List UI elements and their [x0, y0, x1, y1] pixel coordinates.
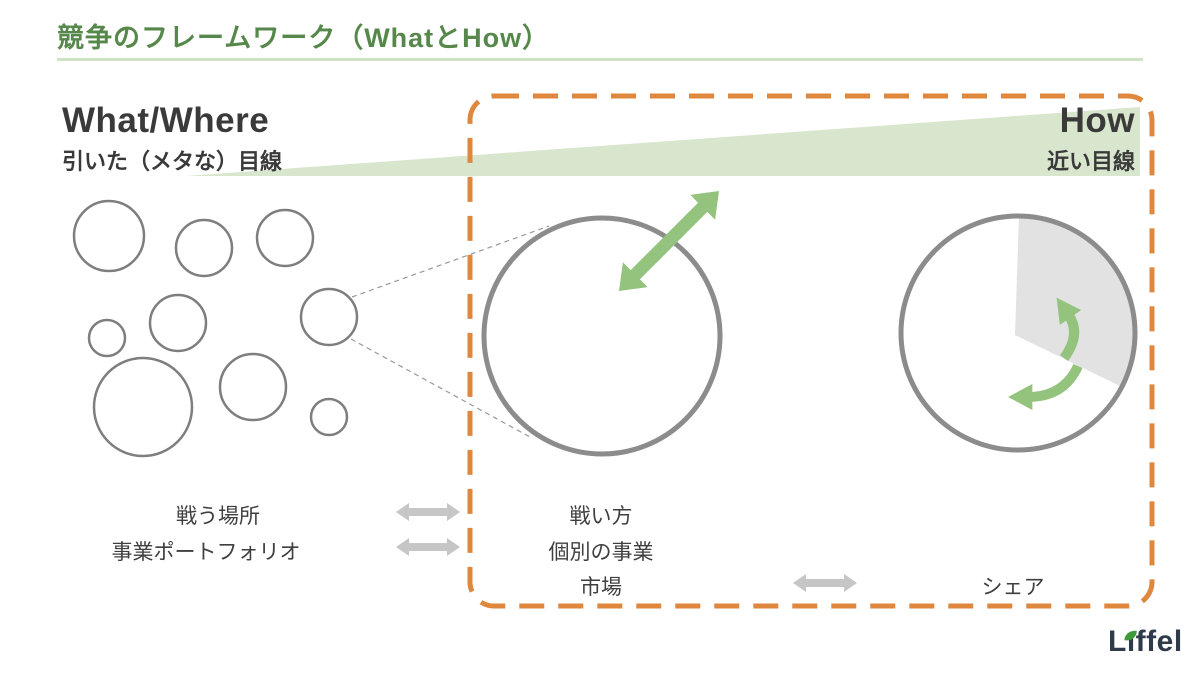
what-where-subheading: 引いた（メタな）目線	[62, 149, 283, 174]
how-subheading: 近い目線	[1046, 149, 1135, 174]
leaf-icon	[1123, 618, 1139, 641]
how-frame-dashed-border	[467, 93, 1155, 609]
zoom-guide-line	[350, 338, 531, 438]
logo-text: Liffel	[1108, 625, 1183, 658]
page-title: 競争のフレームワーク（WhatとHow）	[57, 23, 551, 53]
equivalence-arrow-icon	[396, 538, 460, 556]
label-business-portfolio: 事業ポートフォリオ	[111, 541, 301, 564]
perspective-gradient-wedge	[185, 107, 1140, 176]
label-market: 市場	[580, 576, 622, 599]
bubble-circle	[92, 356, 194, 458]
expand-contract-arrow-icon	[619, 191, 719, 291]
share-rotate-down-arrow-icon	[1008, 363, 1083, 410]
logo-dot-mask	[1126, 627, 1133, 634]
label-how-to-fight: 戦い方	[569, 505, 633, 528]
title-underline	[57, 58, 1143, 61]
how-heading: How	[1059, 101, 1135, 140]
what-where-heading: What/Where	[62, 101, 270, 140]
share-pie-circle-outline	[898, 213, 1138, 453]
bubble-circle	[174, 218, 234, 278]
bubble-circle	[87, 318, 127, 358]
zoom-guide-line	[351, 225, 550, 298]
bubble-circle	[309, 397, 349, 437]
portfolio-bubbles	[72, 199, 359, 458]
liffel-logo: Liffel	[1108, 625, 1194, 665]
market-circle	[481, 215, 723, 457]
focused-bubble-circle	[299, 287, 359, 347]
bubble-circle	[72, 199, 146, 273]
equivalence-arrow-icon	[396, 503, 460, 521]
bubble-circle	[148, 293, 208, 353]
label-share: シェア	[981, 576, 1045, 599]
bubble-circle	[218, 352, 288, 422]
label-battlefield: 戦う場所	[176, 505, 260, 528]
share-rotate-up-arrow-icon	[1056, 297, 1082, 361]
label-individual-business: 個別の事業	[548, 541, 654, 564]
bubble-circle	[255, 208, 315, 268]
equivalence-arrow-icon	[793, 574, 857, 592]
